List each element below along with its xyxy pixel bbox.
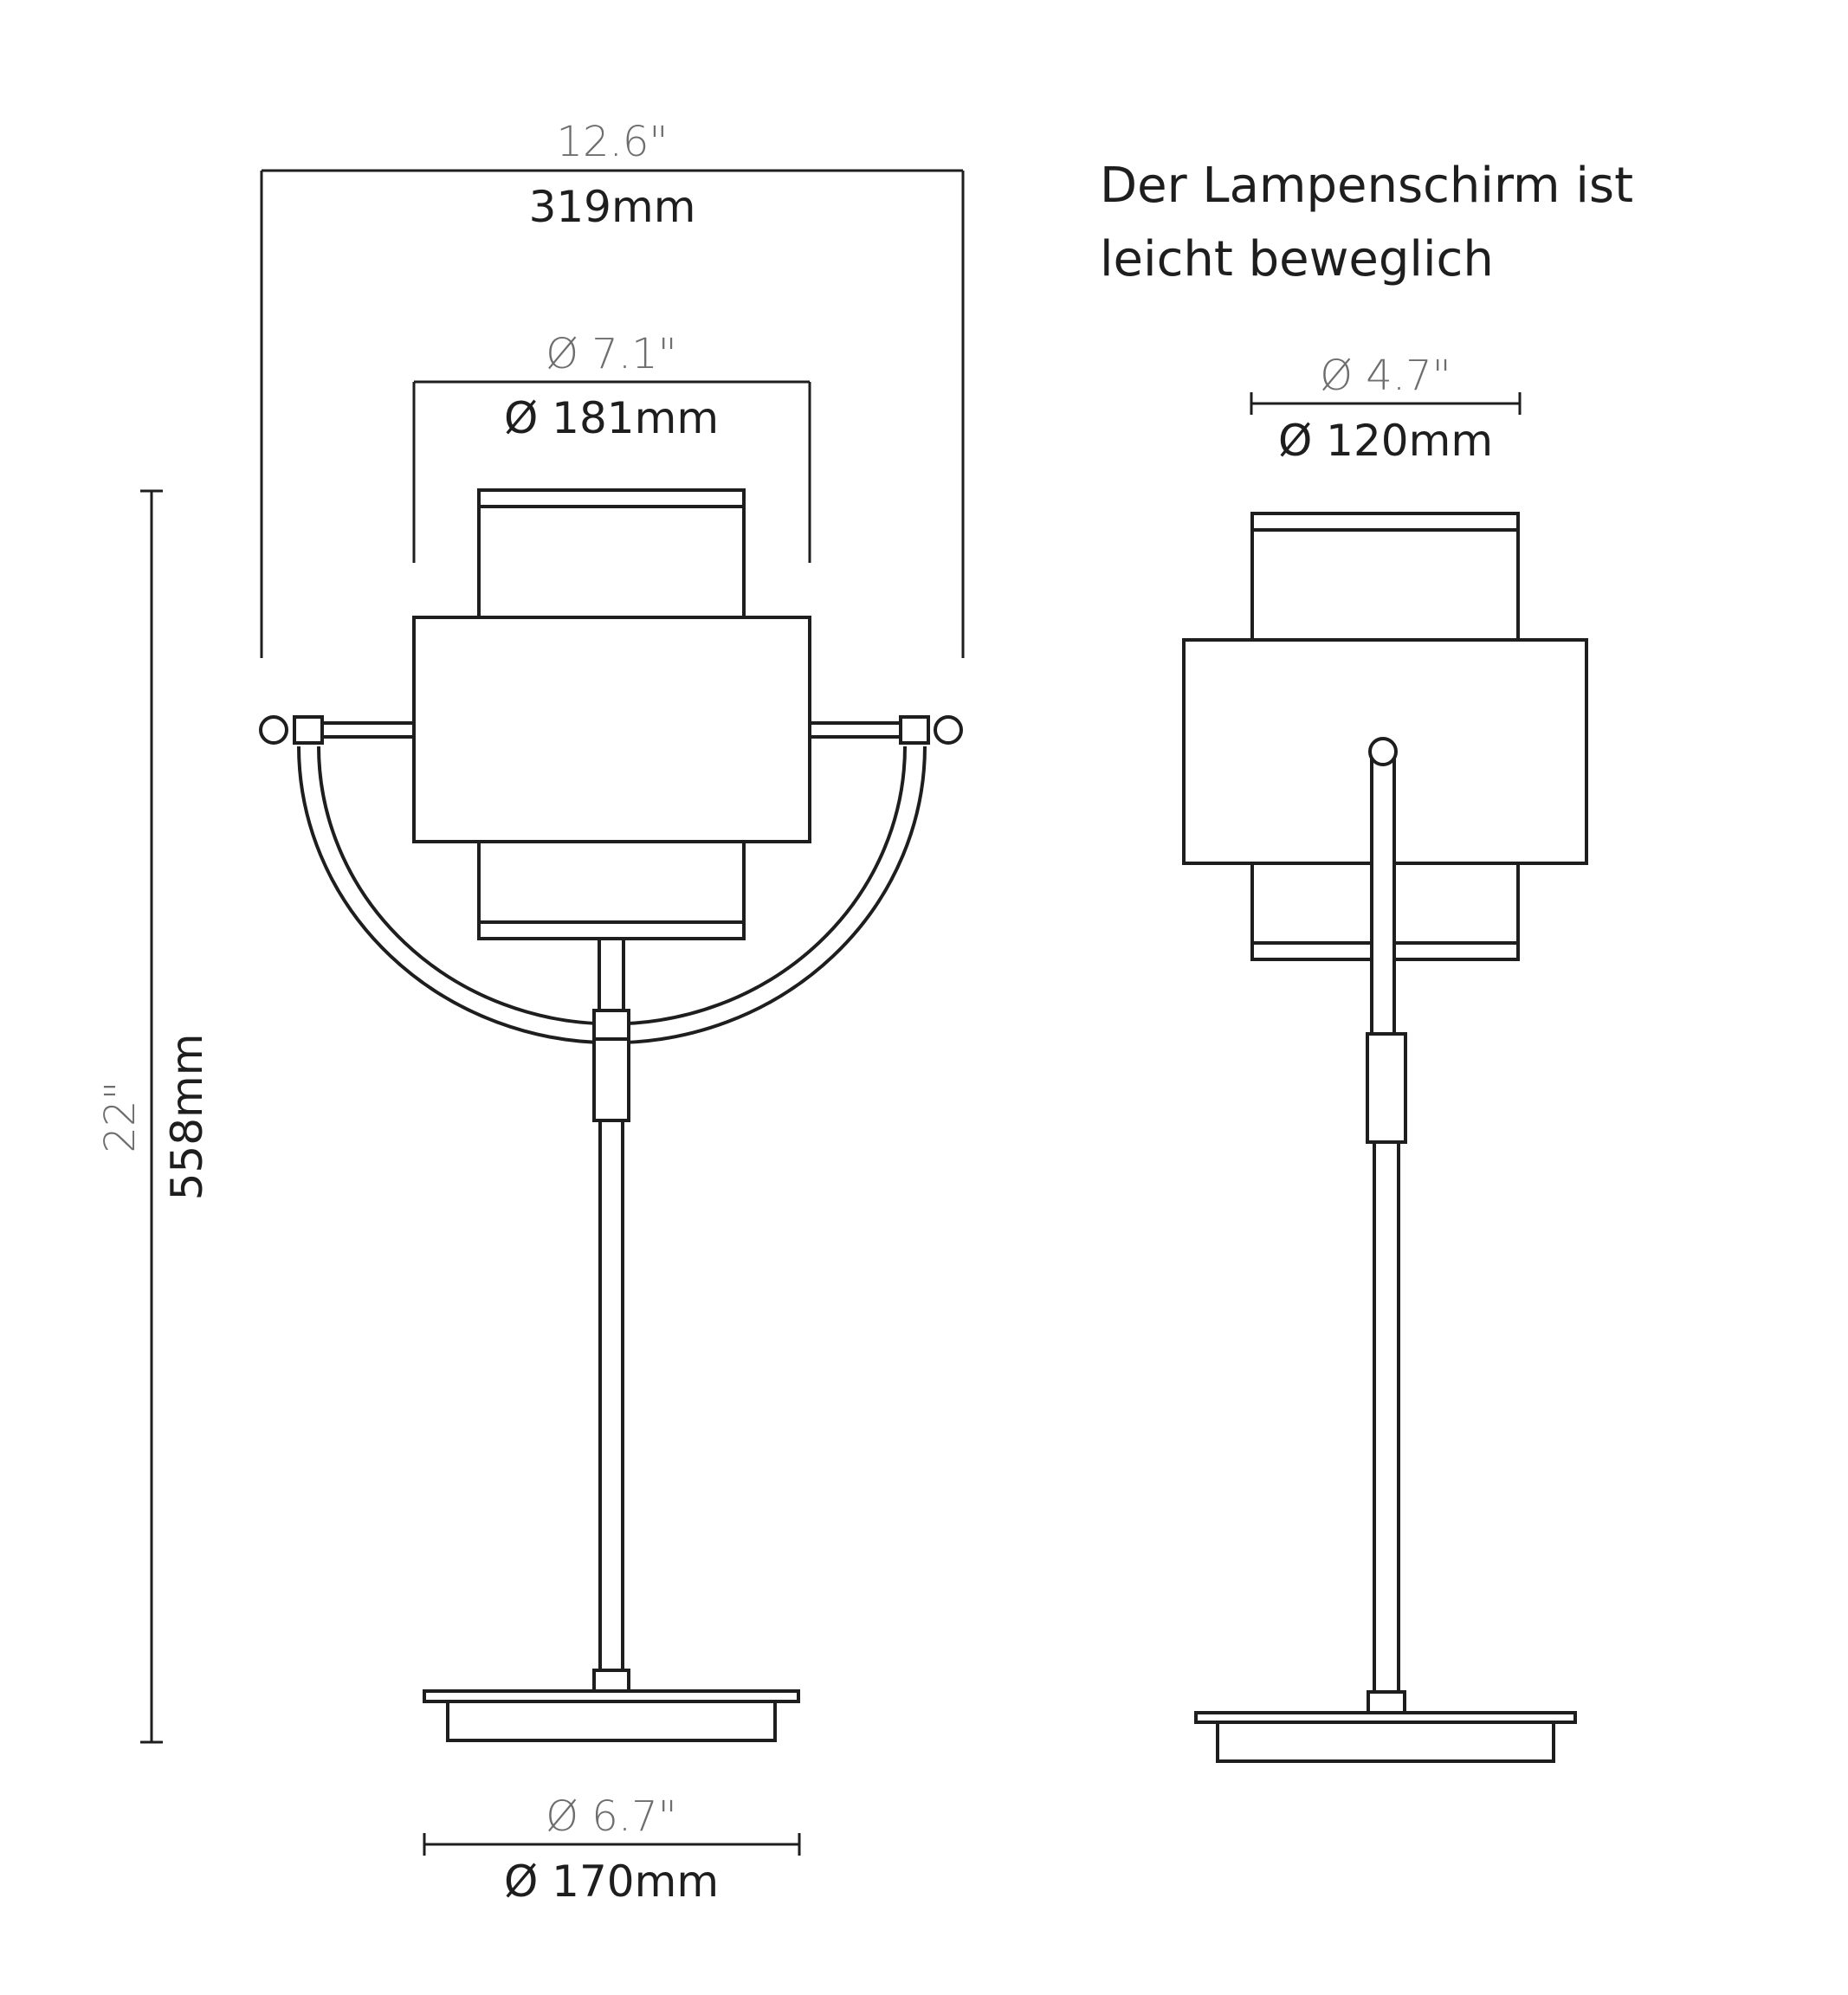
right-pivot-block	[899, 715, 930, 745]
overall-width-dimension: 12.6" 319mm	[260, 118, 965, 658]
base-diameter-inch: Ø 6.7"	[546, 1792, 676, 1841]
stem-foot	[592, 1669, 630, 1694]
left-pivot-knob	[259, 715, 288, 745]
shade	[412, 488, 811, 940]
side-shade-diameter-dimension: Ø 4.7" Ø 120mm	[1250, 352, 1522, 466]
front-view: 12.6" 319mm Ø 7.1" Ø 181mm 22" 558mm	[96, 118, 965, 1907]
stem-sleeve	[592, 1037, 630, 1122]
lower-stem	[598, 1119, 624, 1674]
overall-width-inch: 12.6"	[557, 118, 669, 166]
side-shade-diameter-inch: Ø 4.7"	[1320, 352, 1451, 400]
stem-joint	[592, 1009, 630, 1043]
right-pivot-rod	[808, 721, 907, 739]
side-shade-diameter-mm: Ø 120mm	[1278, 416, 1493, 466]
side-shade	[1182, 512, 1588, 961]
side-lower-stem	[1373, 1140, 1400, 1695]
base-body	[446, 1700, 777, 1742]
height-dimension: 22" 558mm	[96, 489, 212, 1744]
overall-width-mm: 319mm	[529, 182, 696, 232]
shade-diameter-dimension: Ø 7.1" Ø 181mm	[412, 330, 811, 563]
shade-diameter-mm: Ø 181mm	[504, 393, 719, 443]
note-line-2: leicht beweglich	[1100, 231, 1494, 287]
base-diameter-mm: Ø 170mm	[504, 1856, 719, 1907]
height-mm: 558mm	[162, 1034, 212, 1201]
side-view: Der Lampenschirm ist leicht beweglich Ø …	[1100, 158, 1633, 1763]
left-pivot-block	[293, 715, 324, 745]
side-pivot-knob	[1368, 737, 1398, 766]
upper-stem	[598, 937, 625, 1014]
base-diameter-dimension: Ø 6.7" Ø 170mm	[423, 1792, 801, 1907]
side-stem-foot	[1367, 1690, 1406, 1714]
height-inch: 22"	[96, 1081, 145, 1152]
shade-diameter-inch: Ø 7.1"	[546, 330, 676, 378]
right-pivot-knob	[934, 715, 963, 745]
side-base-body	[1216, 1721, 1555, 1763]
left-pivot-rod	[319, 721, 417, 739]
side-arm	[1370, 752, 1396, 1041]
shade-outer-band	[412, 616, 811, 843]
note-line-1: Der Lampenschirm ist	[1100, 158, 1633, 214]
side-stem-sleeve	[1366, 1032, 1407, 1144]
